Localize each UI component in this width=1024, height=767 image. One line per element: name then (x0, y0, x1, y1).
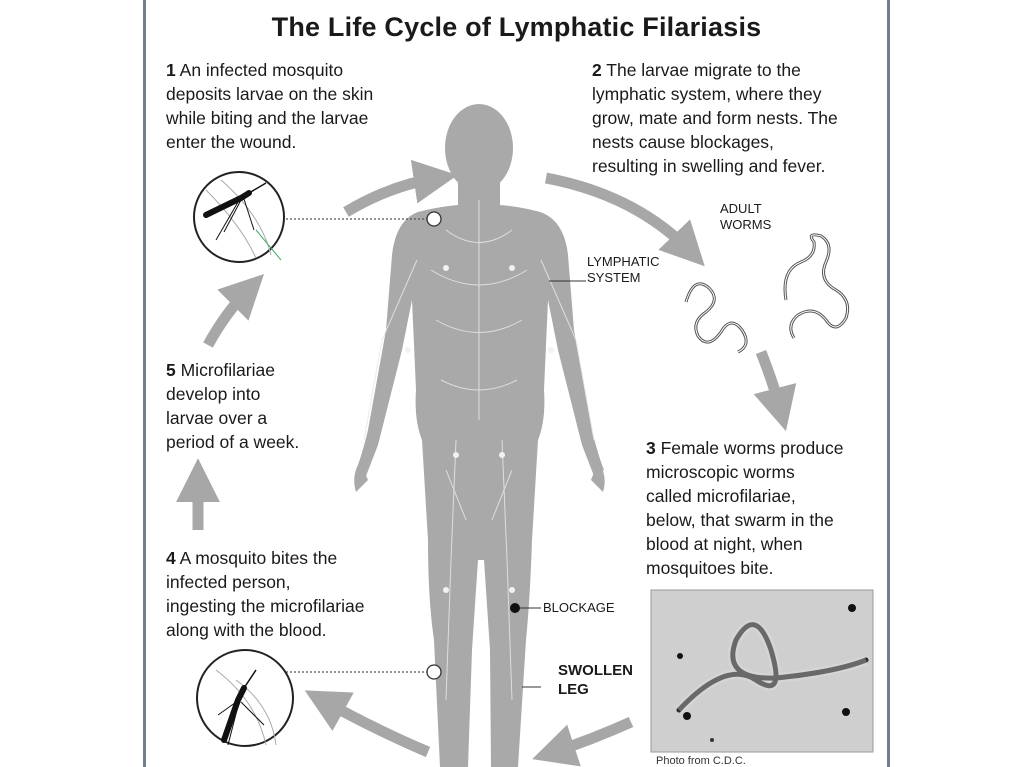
step-5-line: period of a week. (166, 432, 300, 452)
step-3-line: microscopic worms (646, 462, 795, 482)
arrow-5-to-1 (203, 273, 264, 348)
lifecycle-artwork (176, 104, 874, 767)
step-5-line: Microfilariae (180, 360, 275, 380)
step-4-text: 4 A mosquito bites the infected person, … (166, 546, 364, 642)
lymph-network (363, 200, 595, 701)
step-3-line: blood at night, when (646, 534, 803, 554)
step-4-line: infected person, (166, 572, 291, 592)
arrow-3-to-4 (532, 716, 634, 767)
step-3-line: called microfilariae, (646, 486, 796, 506)
step-1-line: enter the wound. (166, 132, 297, 152)
microfilariae-photo (650, 589, 874, 753)
step-3-line: mosquitoes bite. (646, 558, 774, 578)
blockage-label: BLOCKAGE (543, 600, 615, 615)
step-4-line: ingesting the microfilariae (166, 596, 365, 616)
arrow-adult-to-3 (753, 349, 797, 432)
diagram-title: The Life Cycle of Lymphatic Filariasis (271, 12, 762, 42)
mosquito-bite-inset-1 (193, 171, 285, 263)
step-2-line: lymphatic system, where they (592, 84, 822, 104)
photo-credit: Photo from C.D.C. (656, 755, 746, 767)
step-2-line: grow, mate and form nests. The (592, 108, 838, 128)
arrow-1-to-2 (343, 159, 458, 217)
step-3-line: Female worms produce (660, 438, 844, 458)
step-5-line: larvae over a (166, 408, 268, 428)
step-1-number: 1 (166, 60, 176, 80)
adult-worms-label-line: ADULT (720, 201, 762, 216)
step-2-line: nests cause blockages, (592, 132, 774, 152)
adult-worms (684, 233, 850, 354)
mosquito-bite-inset-2 (196, 649, 294, 747)
swollen-leg-label-line: SWOLLEN (558, 662, 633, 679)
blockage-marker (510, 603, 520, 613)
step-5-number: 5 (166, 360, 176, 380)
step-3-number: 3 (646, 438, 656, 458)
swollen-leg-label: SWOLLEN LEG (558, 661, 633, 699)
lymph-nodes (405, 265, 554, 593)
step-1-text: 1 An infected mosquito deposits larvae o… (166, 58, 373, 154)
step-2-line: The larvae migrate to the (606, 60, 801, 80)
step-2-text: 2 The larvae migrate to the lymphatic sy… (592, 58, 838, 178)
adult-worms-label-line: WORMS (720, 217, 772, 232)
lymphatic-system-label: LYMPHATIC SYSTEM (587, 254, 659, 286)
step-1-line: An infected mosquito (179, 60, 344, 80)
adult-worms-label: ADULT WORMS (720, 201, 771, 233)
step-4-line: A mosquito bites the (179, 548, 338, 568)
step-2-number: 2 (592, 60, 602, 80)
arrow-2-to-adult (544, 172, 705, 267)
step-3-line: below, that swarm in the (646, 510, 834, 530)
step-5-text: 5 Microfilariae develop into larvae over… (166, 358, 299, 454)
step-4-line: along with the blood. (166, 620, 327, 640)
diagram-frame: The Life Cycle of Lymphatic Filariasis (143, 0, 890, 767)
arrow-4-to-body (304, 690, 431, 758)
step-1-line: deposits larvae on the skin (166, 84, 374, 104)
lymphatic-system-label-line: LYMPHATIC (587, 254, 660, 269)
step-3-text: 3 Female worms produce microscopic worms… (646, 436, 843, 580)
step-2-line: resulting in swelling and fever. (592, 156, 826, 176)
step-5-line: develop into (166, 384, 261, 404)
lymphatic-system-label-line: SYSTEM (587, 270, 641, 285)
step-1-line: while biting and the larvae (166, 108, 369, 128)
step-4-number: 4 (166, 548, 176, 568)
swollen-leg-label-line: LEG (558, 681, 589, 698)
